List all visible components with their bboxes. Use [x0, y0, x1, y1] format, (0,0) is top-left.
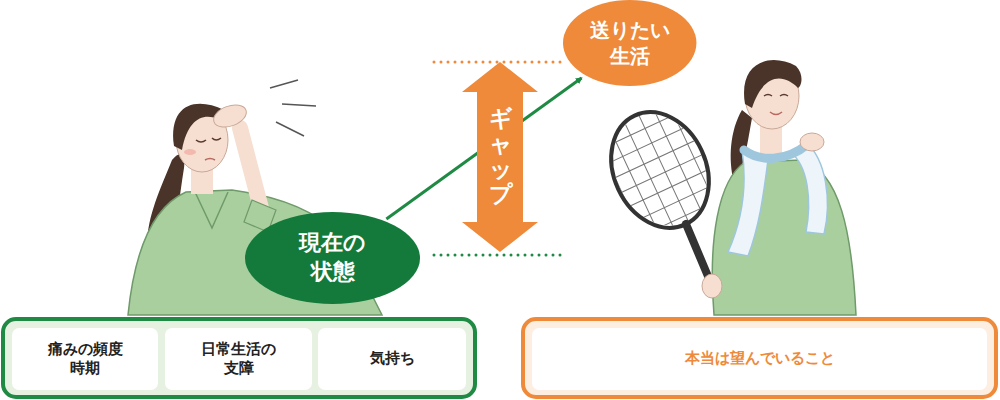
ellipse-fill — [245, 212, 420, 304]
node-label: 痛みの頻度 時期 — [48, 340, 123, 379]
hair — [173, 104, 226, 150]
node-label: 本当は望んでいること — [685, 349, 835, 369]
criteria-box: 日常生活の 支障 — [165, 328, 312, 390]
node-label: 日常生活の 支障 — [201, 340, 276, 379]
desired-life-ellipse-shape — [563, 0, 696, 86]
node-label: ギャップ — [489, 106, 512, 207]
stress-mark — [270, 80, 298, 88]
mouth — [205, 159, 215, 161]
current-state-ellipse-shape — [245, 212, 420, 304]
wish-box: 本当は望んでいること — [532, 328, 987, 390]
hair — [744, 60, 801, 108]
green-panel — [3, 319, 475, 397]
blush — [184, 149, 196, 155]
current-state-ellipse: 現在の 状態 — [245, 212, 420, 304]
orange-panel — [523, 319, 996, 397]
gap-arrow: ギャップ — [462, 62, 538, 252]
collar — [195, 192, 228, 228]
double-arrow-fill — [462, 62, 538, 252]
racket-frame — [593, 96, 727, 244]
dotted-line — [434, 254, 566, 257]
towel — [744, 144, 808, 158]
woman-tennis — [576, 60, 856, 315]
eye — [764, 95, 772, 97]
hand — [211, 101, 250, 131]
ellipse-fill — [563, 0, 696, 86]
towel — [728, 150, 768, 256]
node-label: 現在の 状態 — [299, 229, 366, 286]
eye — [780, 95, 788, 97]
arm — [240, 128, 262, 212]
criteria-box: 気持ち — [318, 328, 466, 390]
stress-mark — [276, 122, 304, 136]
node-label: 送りたい 生活 — [590, 17, 670, 69]
criteria-box: 痛みの頻度 時期 — [12, 328, 158, 390]
desired-life-ellipse: 送りたい 生活 — [563, 0, 696, 86]
closed-eye — [212, 138, 221, 140]
node-label: 気持ち — [370, 349, 415, 369]
smile — [770, 112, 782, 115]
woman-headache — [128, 80, 382, 315]
stress-mark — [282, 104, 316, 106]
hand — [702, 274, 722, 298]
closed-eye — [196, 140, 206, 142]
hand — [800, 133, 824, 151]
